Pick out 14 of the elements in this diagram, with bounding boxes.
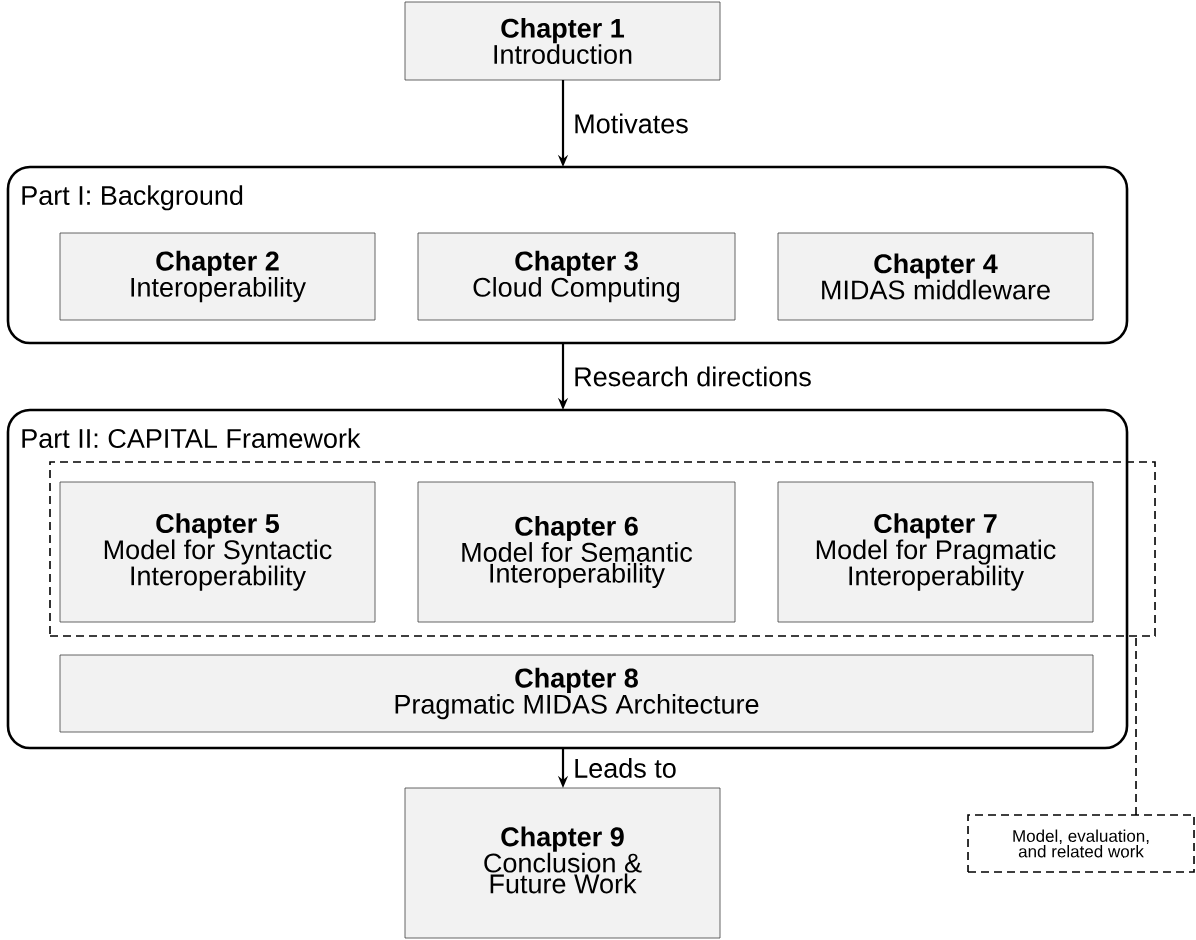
chapter-box: Chapter 3 Cloud Computing (417, 232, 736, 321)
chapter-box: Chapter 8 Pragmatic MIDAS Architecture (59, 654, 1094, 733)
chapter-box: Chapter 7 Model for Pragmatic Interoperability (777, 481, 1094, 623)
edge-label: Research directions (571, 364, 814, 389)
chapter-box: Chapter 9 Conclusion & Future Work (404, 787, 721, 939)
chapter-box: Chapter 1 Introduction (404, 1, 721, 81)
chapter-box: Chapter 4 MIDAS middleware (777, 232, 1094, 321)
edge-label: Motivates (571, 111, 691, 136)
edge-label: Leads to (571, 756, 679, 780)
note-box: Model, evaluation, and related work (967, 814, 1195, 873)
chapter-box: Chapter 6 Model for Semantic Interoperability (417, 481, 736, 623)
chapter-box: Chapter 5 Model for Syntactic Interoperability (59, 481, 376, 623)
chapter-box: Chapter 2 Interoperability (59, 232, 376, 321)
leader-line (1135, 635, 1137, 816)
